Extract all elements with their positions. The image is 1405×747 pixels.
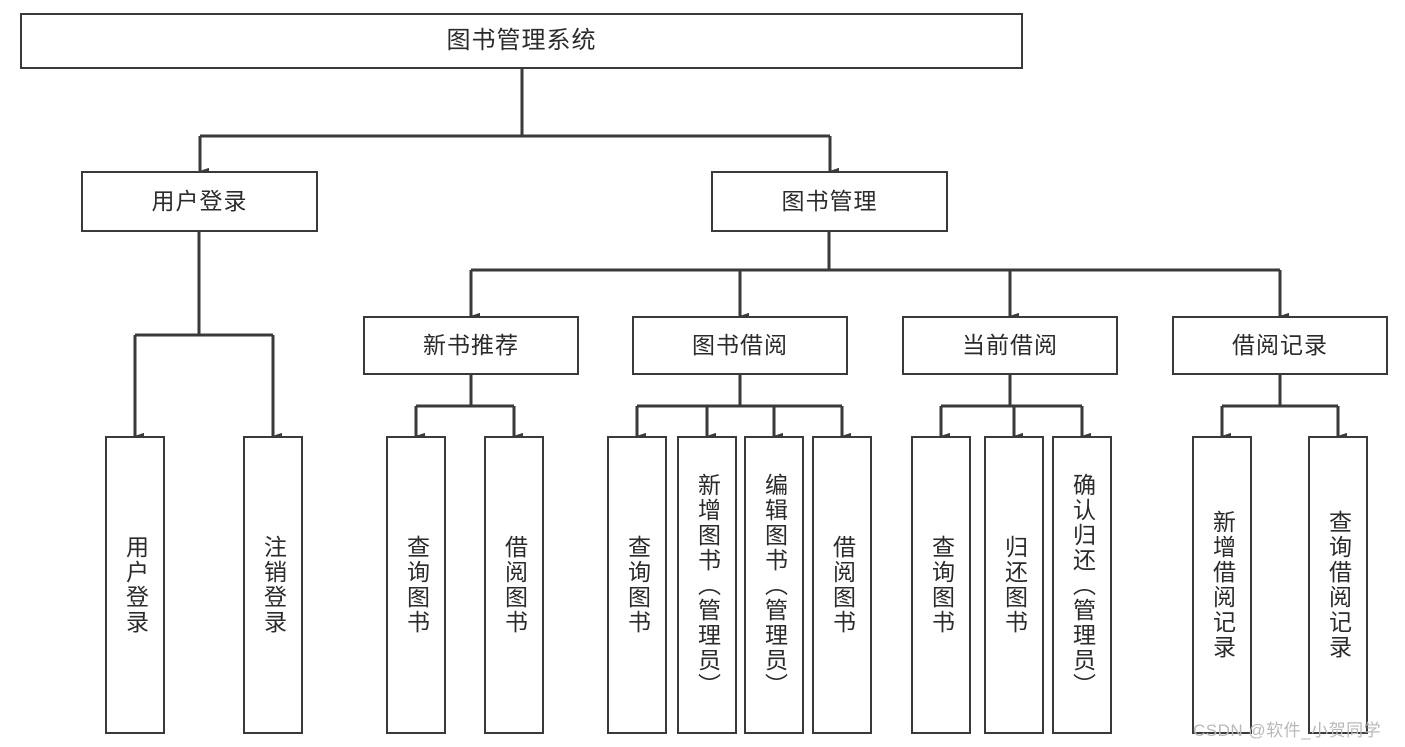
node-label: 借阅图书: [501, 535, 528, 635]
node-leaf-query-book-bb[interactable]: 查询图书: [607, 436, 667, 734]
node-label: 图书管理: [781, 187, 878, 214]
node-leaf-confirm-return-cb[interactable]: 确认归还（管理员）: [1052, 436, 1112, 734]
node-leaf-user-login[interactable]: 用户登录: [105, 436, 165, 734]
node-leaf-borrow-book-bb[interactable]: 借阅图书: [812, 436, 872, 734]
node-label: 查询图书: [624, 535, 651, 635]
node-label: 编辑图书（管理员）: [761, 472, 788, 698]
node-leaf-borrow-book-rec[interactable]: 借阅图书: [484, 436, 544, 734]
node-leaf-return-book-cb[interactable]: 归还图书: [984, 436, 1044, 734]
node-leaf-query-record-br[interactable]: 查询借阅记录: [1308, 436, 1368, 734]
node-leaf-query-book-rec[interactable]: 查询图书: [386, 436, 446, 734]
node-label: 借阅记录: [1232, 331, 1328, 358]
node-leaf-edit-book-bb[interactable]: 编辑图书（管理员）: [744, 436, 804, 734]
node-label: 新增图书（管理员）: [694, 472, 721, 698]
node-label: 查询图书: [928, 535, 955, 635]
node-label: 图书借阅: [692, 331, 788, 358]
node-borrow-record[interactable]: 借阅记录: [1172, 316, 1388, 375]
node-label: 用户登录: [122, 535, 149, 635]
node-label: 用户登录: [151, 187, 248, 214]
node-book-borrow[interactable]: 图书借阅: [632, 316, 848, 375]
node-label: 新增借阅记录: [1209, 510, 1236, 660]
node-leaf-add-record-br[interactable]: 新增借阅记录: [1192, 436, 1252, 734]
csdn-watermark: CSDN @软件_小贺同学: [1193, 721, 1382, 740]
node-current-borrow[interactable]: 当前借阅: [902, 316, 1118, 375]
node-label: 确认归还（管理员）: [1069, 472, 1096, 698]
node-label: 新书推荐: [423, 331, 519, 358]
node-label: 归还图书: [1001, 535, 1028, 635]
node-label: 查询图书: [403, 535, 430, 635]
node-label: 借阅图书: [829, 535, 856, 635]
node-label: 注销登录: [260, 535, 287, 635]
node-user-login[interactable]: 用户登录: [81, 171, 318, 232]
node-leaf-user-logout[interactable]: 注销登录: [243, 436, 303, 734]
node-book-manage[interactable]: 图书管理: [711, 171, 948, 232]
node-label: 图书管理系统: [446, 26, 597, 54]
node-root[interactable]: 图书管理系统: [20, 13, 1023, 69]
node-label: 查询借阅记录: [1325, 510, 1352, 660]
node-new-book-rec[interactable]: 新书推荐: [363, 316, 579, 375]
node-label: 当前借阅: [962, 331, 1058, 358]
node-leaf-query-book-cb[interactable]: 查询图书: [911, 436, 971, 734]
node-leaf-add-book-bb[interactable]: 新增图书（管理员）: [677, 436, 737, 734]
